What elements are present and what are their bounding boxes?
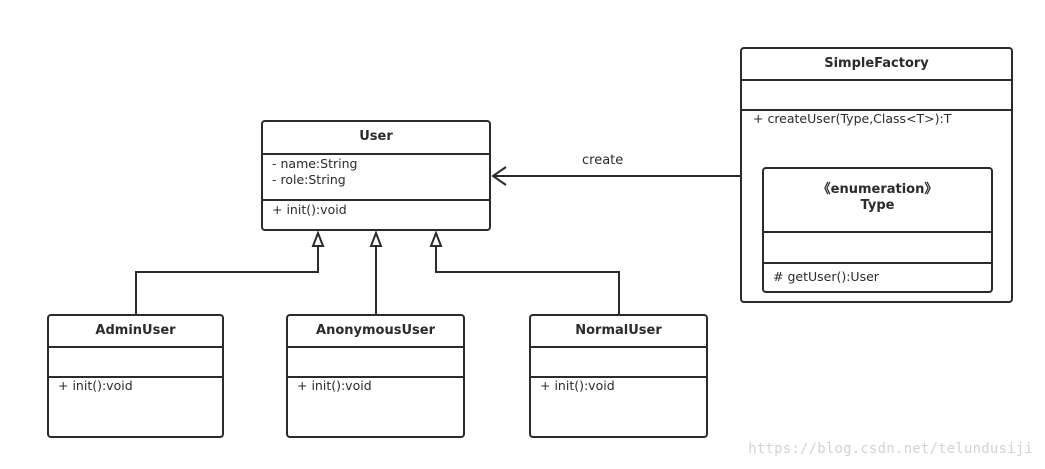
class-name-compartment: NormalUser — [531, 316, 706, 346]
class-name: SimpleFactory — [824, 56, 929, 71]
class-adminuser[interactable]: AdminUser + init():void — [47, 314, 224, 438]
inheritance-arrowhead-normaluser — [429, 230, 443, 247]
attributes-compartment — [288, 346, 463, 376]
inheritance-arrowhead-anonymoususer — [369, 230, 383, 247]
attribute: - name:String — [272, 156, 358, 171]
class-name-compartment: User — [263, 122, 489, 153]
class-name-compartment: 《enumeration》 Type — [764, 169, 991, 231]
methods-compartment: + init():void — [288, 376, 463, 394]
class-anonymoususer[interactable]: AnonymousUser + init():void — [286, 314, 465, 438]
method: + init():void — [540, 378, 615, 393]
class-name: User — [359, 129, 393, 144]
class-name-compartment: AnonymousUser — [288, 316, 463, 346]
inheritance-line-adminuser — [135, 246, 319, 315]
methods-compartment: # getUser():User — [764, 262, 991, 285]
methods-compartment: + init():void — [263, 199, 489, 218]
stereotype-label: 《enumeration》 — [817, 182, 938, 197]
inheritance-arrowhead-adminuser — [311, 230, 325, 247]
class-user[interactable]: User - name:String - role:String + init(… — [261, 120, 491, 231]
method: + init():void — [272, 202, 347, 217]
attribute: - role:String — [272, 172, 346, 187]
methods-compartment: + init():void — [49, 376, 222, 394]
class-name-block: 《enumeration》 Type — [764, 182, 991, 214]
inheritance-line-normaluser — [435, 246, 620, 315]
watermark-url: https://blog.csdn.net/telundusiji — [748, 441, 1033, 457]
method: + init():void — [297, 378, 372, 393]
method: + createUser(Type,Class<T>):T — [753, 111, 952, 126]
class-name-compartment: AdminUser — [49, 316, 222, 346]
class-name-compartment: SimpleFactory — [742, 49, 1011, 79]
methods-compartment: + createUser(Type,Class<T>):T — [742, 109, 1011, 127]
attributes-compartment — [742, 79, 1011, 109]
attributes-compartment — [49, 346, 222, 376]
create-label: create — [582, 153, 624, 168]
create-arrowhead — [491, 166, 507, 186]
class-name: NormalUser — [575, 323, 662, 338]
class-name: AnonymousUser — [316, 323, 435, 338]
class-type-enumeration[interactable]: 《enumeration》 Type # getUser():User — [762, 167, 993, 293]
methods-compartment: + init():void — [531, 376, 706, 394]
class-name: Type — [860, 198, 895, 213]
method: + init():void — [58, 378, 133, 393]
attributes-compartment — [531, 346, 706, 376]
class-name: AdminUser — [95, 323, 176, 338]
attributes-compartment: - name:String - role:String — [263, 153, 489, 199]
method: # getUser():User — [773, 269, 879, 284]
class-normaluser[interactable]: NormalUser + init():void — [529, 314, 708, 438]
attributes-compartment — [764, 231, 991, 262]
class-simplefactory[interactable]: SimpleFactory + createUser(Type,Class<T>… — [740, 47, 1013, 303]
